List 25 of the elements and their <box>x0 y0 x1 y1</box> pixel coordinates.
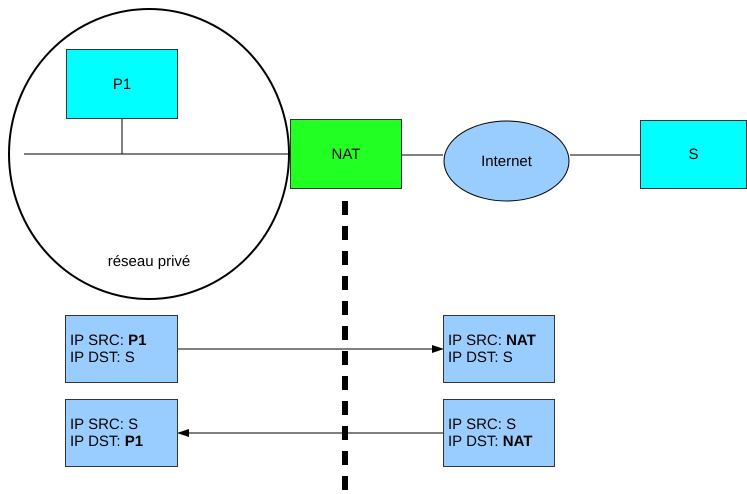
packet-box <box>65 399 178 467</box>
header-line: IP SRC: P1 <box>70 332 146 349</box>
header-line: IP DST: P1 <box>70 433 144 450</box>
header-line: IP DST: NAT <box>448 433 532 450</box>
packet-box <box>443 315 555 383</box>
header-line: IP DST: S <box>70 349 135 366</box>
link-line <box>24 118 290 154</box>
host-label: P1 <box>112 76 132 92</box>
header-line: IP SRC: NAT <box>448 332 536 349</box>
packet-box <box>65 315 178 383</box>
router-label: NAT <box>332 146 360 162</box>
link-line <box>570 154 640 156</box>
header-line: IP SRC: S <box>70 416 138 433</box>
header-line: IP DST: S <box>448 349 513 366</box>
server-box <box>640 120 747 189</box>
link-line <box>402 154 444 156</box>
host-box <box>66 49 178 119</box>
arrow <box>178 345 444 353</box>
network-label: réseau privé <box>108 253 190 270</box>
server-label: S <box>688 146 698 163</box>
network-label: Internet <box>481 152 532 170</box>
arrow <box>177 429 444 437</box>
packet-box <box>443 399 555 467</box>
header-line: IP SRC: S <box>448 416 516 433</box>
router-box <box>290 119 402 189</box>
